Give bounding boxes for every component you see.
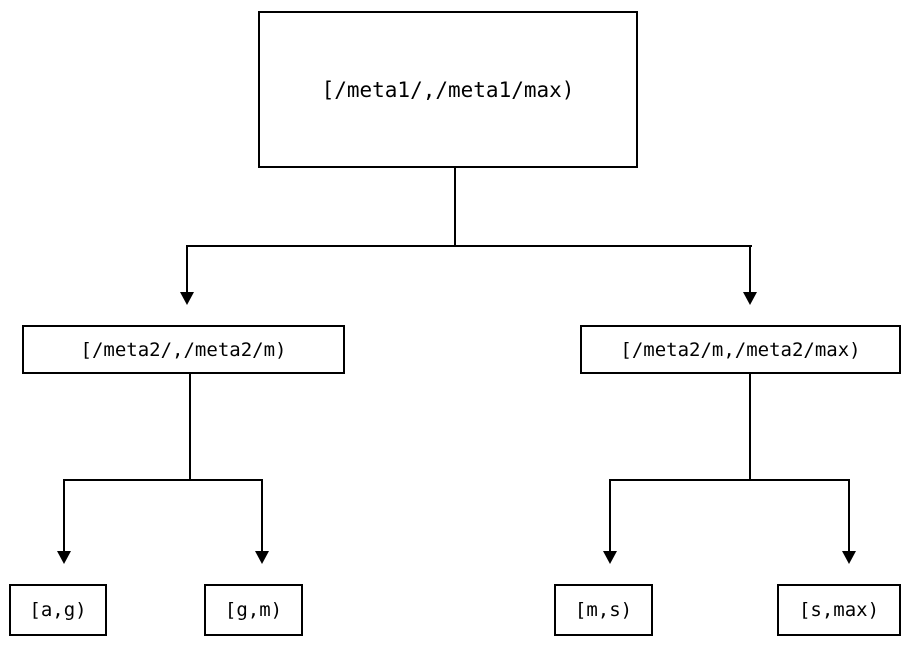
connector-mid-left-to-leaf-gm xyxy=(261,479,263,551)
connector-root-crossbar xyxy=(186,245,752,247)
connector-mid-left-stem xyxy=(189,374,191,481)
connector-mid-left-crossbar xyxy=(63,479,263,481)
connector-root-stem xyxy=(454,168,456,247)
connector-mid-left-to-leaf-ag xyxy=(63,479,65,551)
node-mid-left-label: [/meta2/,/meta2/m) xyxy=(80,338,287,361)
arrowhead-mid-right-icon xyxy=(743,292,757,305)
connector-mid-right-crossbar xyxy=(609,479,850,481)
connector-root-to-mid-left xyxy=(186,245,188,292)
arrowhead-leaf-smax-icon xyxy=(842,551,856,564)
connector-root-to-mid-right xyxy=(749,245,751,292)
arrowhead-leaf-ms-icon xyxy=(603,551,617,564)
node-root[interactable]: [/meta1/,/meta1/max) xyxy=(258,11,638,168)
connector-mid-right-to-leaf-smax xyxy=(848,479,850,551)
node-leaf-gm-label: [g,m) xyxy=(224,599,283,621)
node-mid-right[interactable]: [/meta2/m,/meta2/max) xyxy=(580,325,901,374)
node-mid-right-label: [/meta2/m,/meta2/max) xyxy=(620,338,861,361)
arrowhead-leaf-gm-icon xyxy=(255,551,269,564)
node-leaf-ms[interactable]: [m,s) xyxy=(554,584,653,636)
node-leaf-smax[interactable]: [s,max) xyxy=(777,584,901,636)
node-leaf-gm[interactable]: [g,m) xyxy=(204,584,303,636)
arrowhead-leaf-ag-icon xyxy=(57,551,71,564)
connector-mid-right-to-leaf-ms xyxy=(609,479,611,551)
node-leaf-ag[interactable]: [a,g) xyxy=(9,584,107,636)
node-root-label: [/meta1/,/meta1/max) xyxy=(321,77,575,102)
connector-mid-right-stem xyxy=(749,374,751,481)
node-leaf-ag-label: [a,g) xyxy=(29,599,87,621)
node-leaf-ms-label: [m,s) xyxy=(574,599,633,621)
node-leaf-smax-label: [s,max) xyxy=(798,599,880,621)
arrowhead-mid-left-icon xyxy=(180,292,194,305)
node-mid-left[interactable]: [/meta2/,/meta2/m) xyxy=(22,325,345,374)
